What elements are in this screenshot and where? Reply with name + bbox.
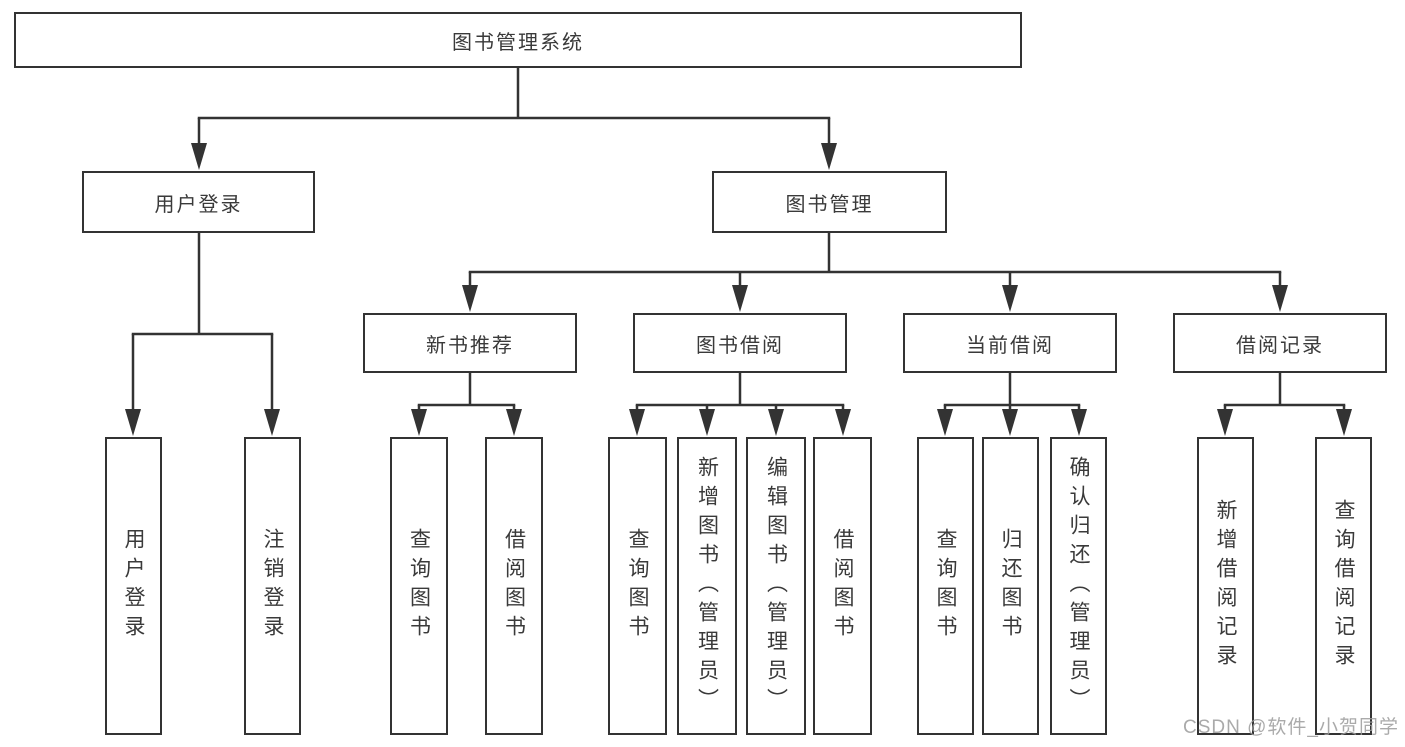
node-book-management: 图书管理 bbox=[712, 171, 947, 233]
leaf-logout: 注销登录 bbox=[244, 437, 301, 735]
leaf-query-books-current: 查询图书 bbox=[917, 437, 974, 735]
node-borrowing-records: 借阅记录 bbox=[1173, 313, 1387, 373]
leaf-add-books-admin: 新增图书（管理员） bbox=[677, 437, 737, 735]
leaf-query-books-recommend: 查询图书 bbox=[390, 437, 448, 735]
leaf-user-login: 用户登录 bbox=[105, 437, 162, 735]
leaf-confirm-return-admin: 确认归还（管理员） bbox=[1050, 437, 1107, 735]
node-user-login: 用户登录 bbox=[82, 171, 315, 233]
csdn-watermark: CSDN @软件_小贺同学 bbox=[1183, 717, 1399, 738]
node-new-book-recommendation: 新书推荐 bbox=[363, 313, 577, 373]
leaf-query-borrow-record: 查询借阅记录 bbox=[1315, 437, 1372, 735]
leaf-return-books: 归还图书 bbox=[982, 437, 1039, 735]
node-current-borrowing: 当前借阅 bbox=[903, 313, 1117, 373]
leaf-borrow-books: 借阅图书 bbox=[813, 437, 872, 735]
leaf-borrow-books-recommend: 借阅图书 bbox=[485, 437, 543, 735]
leaf-edit-books-admin: 编辑图书（管理员） bbox=[746, 437, 806, 735]
leaf-query-books-borrow: 查询图书 bbox=[608, 437, 667, 735]
node-book-borrowing: 图书借阅 bbox=[633, 313, 847, 373]
node-library-management-system: 图书管理系统 bbox=[14, 12, 1022, 68]
leaf-add-borrow-record: 新增借阅记录 bbox=[1197, 437, 1254, 735]
